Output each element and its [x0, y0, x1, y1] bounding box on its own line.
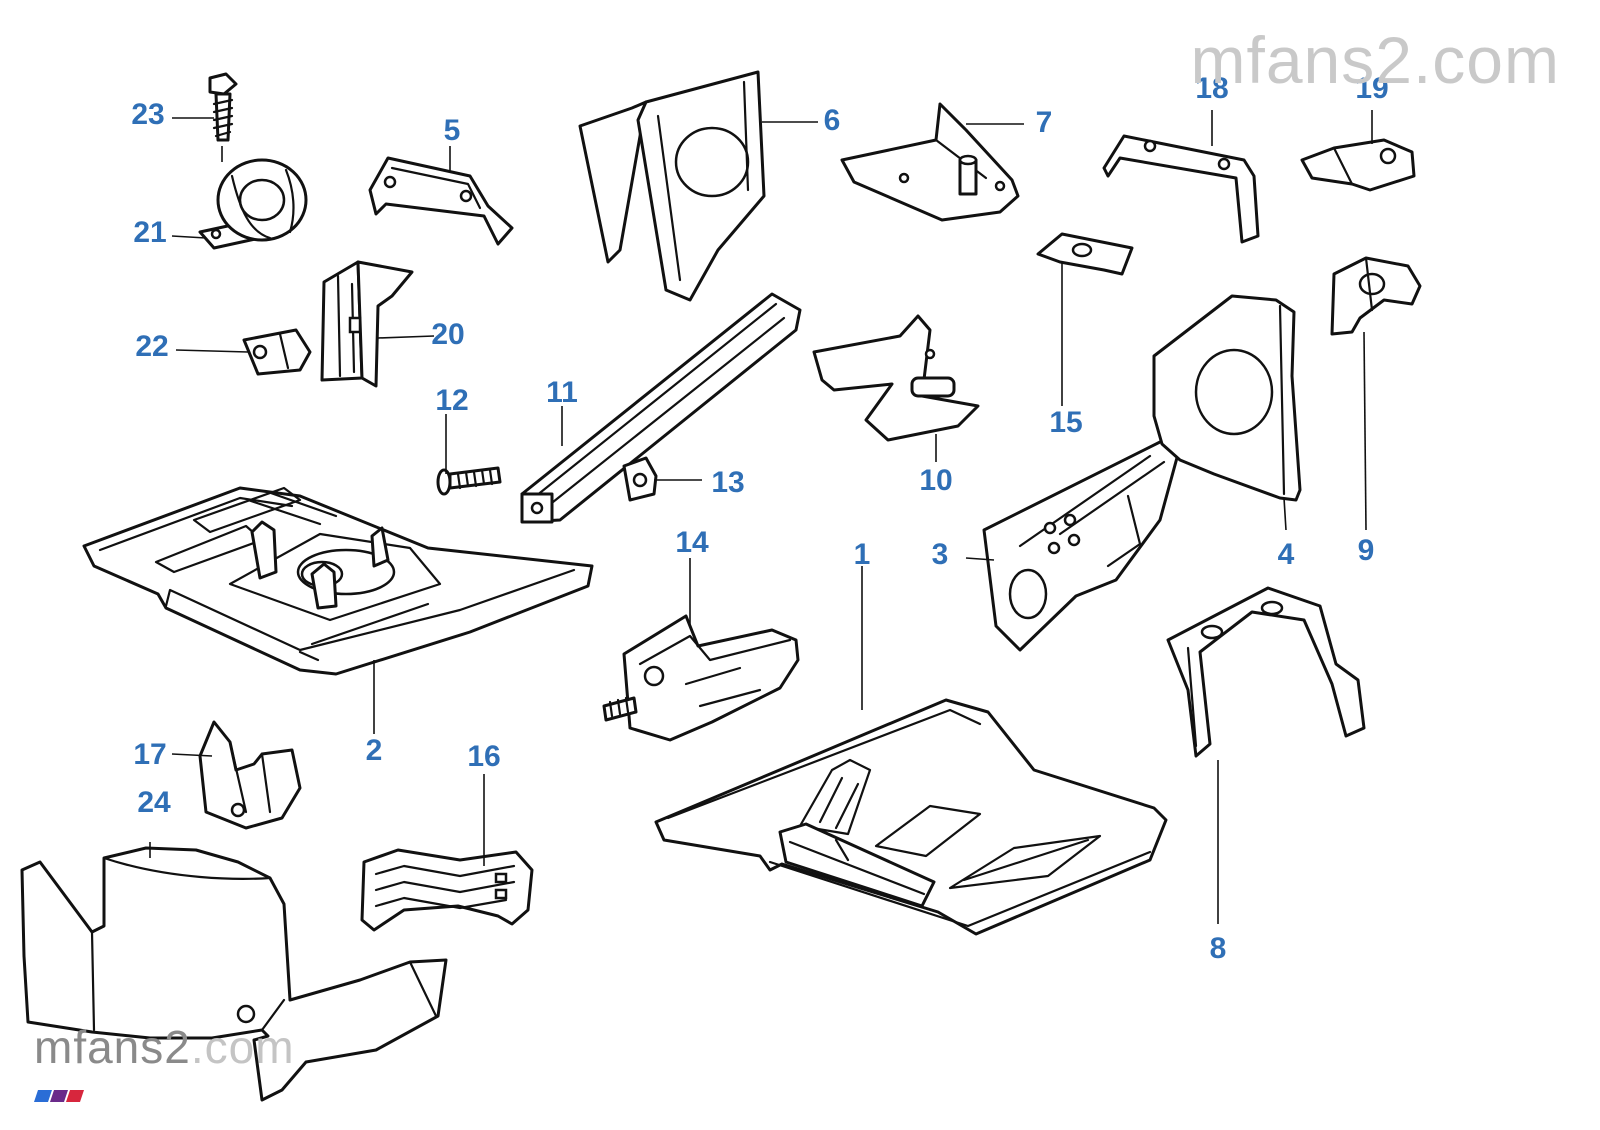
watermark-top-text: mfans2	[1190, 23, 1413, 97]
part-18-u-bracket	[1102, 134, 1260, 244]
callout-17: 17	[133, 738, 166, 771]
callout-labels: 1 2 3 4 5 6 7 8 9 10 11 12 13 14 15 16 1…	[131, 72, 1388, 965]
callout-18: 18	[1195, 72, 1228, 105]
part-24-shield	[20, 846, 448, 1102]
callout-8: 8	[1210, 932, 1227, 965]
watermark-top: mfans2.com	[1191, 22, 1560, 98]
part-6-gusset	[578, 70, 766, 302]
part-9-mount	[1330, 256, 1422, 336]
part-16-clamp-bracket	[360, 848, 534, 932]
leader-lines	[149, 110, 1373, 924]
callout-24: 24	[137, 786, 171, 819]
part-2-floor-panel	[82, 486, 594, 676]
part-4-bracket	[1152, 294, 1302, 502]
m-stripes-logo	[34, 1090, 84, 1102]
part-1-floor-panel	[654, 698, 1168, 936]
callout-22: 22	[135, 330, 168, 363]
callout-15: 15	[1049, 406, 1082, 439]
callout-11: 11	[546, 376, 578, 409]
watermark-bottom: mfans2.com	[34, 1020, 295, 1074]
callout-10: 10	[919, 464, 952, 497]
part-10-pin-bracket	[812, 314, 980, 442]
callout-19: 19	[1355, 72, 1388, 105]
callout-1: 1	[854, 538, 871, 571]
part-17-clip-bracket	[198, 720, 302, 830]
callout-21: 21	[133, 216, 166, 249]
part-19-clip	[1300, 138, 1416, 192]
callout-20: 20	[431, 318, 464, 351]
part-11-cross-member	[520, 292, 802, 524]
part-3-gusset	[982, 438, 1180, 652]
callout-14: 14	[675, 526, 709, 559]
callout-6: 6	[824, 104, 841, 137]
part-14-bracket	[602, 614, 800, 742]
callout-7: 7	[1036, 106, 1053, 139]
part-8-u-bracket	[1166, 586, 1366, 758]
callout-9: 9	[1358, 534, 1375, 567]
callout-13: 13	[711, 466, 744, 499]
callout-3: 3	[932, 538, 949, 571]
part-15-tab	[1036, 232, 1134, 276]
part-22-clip-nut	[242, 328, 312, 376]
part-5-bracket	[368, 156, 514, 246]
part-21-clamp	[198, 158, 308, 250]
callout-12: 12	[435, 384, 468, 417]
callout-23: 23	[131, 98, 164, 131]
part-23-screw	[208, 72, 238, 142]
part-13-cage-nut	[622, 456, 658, 502]
watermark-bottom-suffix: .com	[190, 1021, 295, 1073]
watermark-bottom-text: mfans2	[34, 1021, 191, 1073]
callout-16: 16	[467, 740, 500, 773]
part-20-bracket	[320, 260, 414, 388]
callout-5: 5	[444, 114, 461, 147]
callout-4: 4	[1278, 538, 1295, 571]
callout-2: 2	[366, 734, 383, 767]
part-7-mount-plate	[840, 102, 1020, 222]
watermark-top-suffix: .com	[1412, 23, 1560, 97]
part-12-screw	[436, 466, 502, 496]
